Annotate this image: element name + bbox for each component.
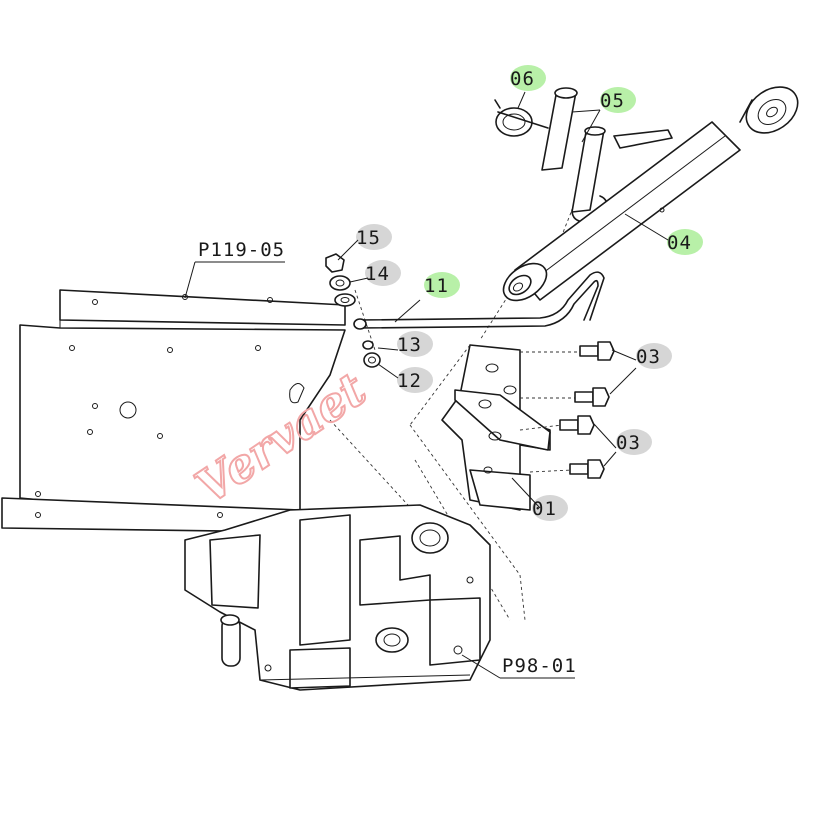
callout-15: 15 <box>356 227 381 249</box>
callout-14: 14 <box>365 263 390 285</box>
bracket-01 <box>441 344 551 511</box>
callouts: P119-05 15 14 11 13 12 06 05 04 <box>184 65 703 679</box>
callout-06: 06 <box>510 68 535 90</box>
callout-01: 01 <box>532 498 557 520</box>
clip-06 <box>494 99 549 137</box>
callout-03-upper: 03 <box>636 346 661 368</box>
callout-p98-01: P98-01 <box>502 655 577 677</box>
callout-p119-05: P119-05 <box>198 239 285 261</box>
callout-05: 05 <box>600 90 625 112</box>
callout-03-lower: 03 <box>616 432 641 454</box>
mounting-plate <box>1 289 346 533</box>
pins-05 <box>541 87 673 223</box>
bolts-03 <box>559 341 615 479</box>
callout-11: 11 <box>424 275 449 297</box>
callout-12: 12 <box>397 370 422 392</box>
valve-body <box>184 504 491 691</box>
rod-04 <box>502 86 799 302</box>
lever-rod-11 <box>353 271 605 330</box>
callout-13: 13 <box>397 334 422 356</box>
callout-04: 04 <box>667 232 692 254</box>
